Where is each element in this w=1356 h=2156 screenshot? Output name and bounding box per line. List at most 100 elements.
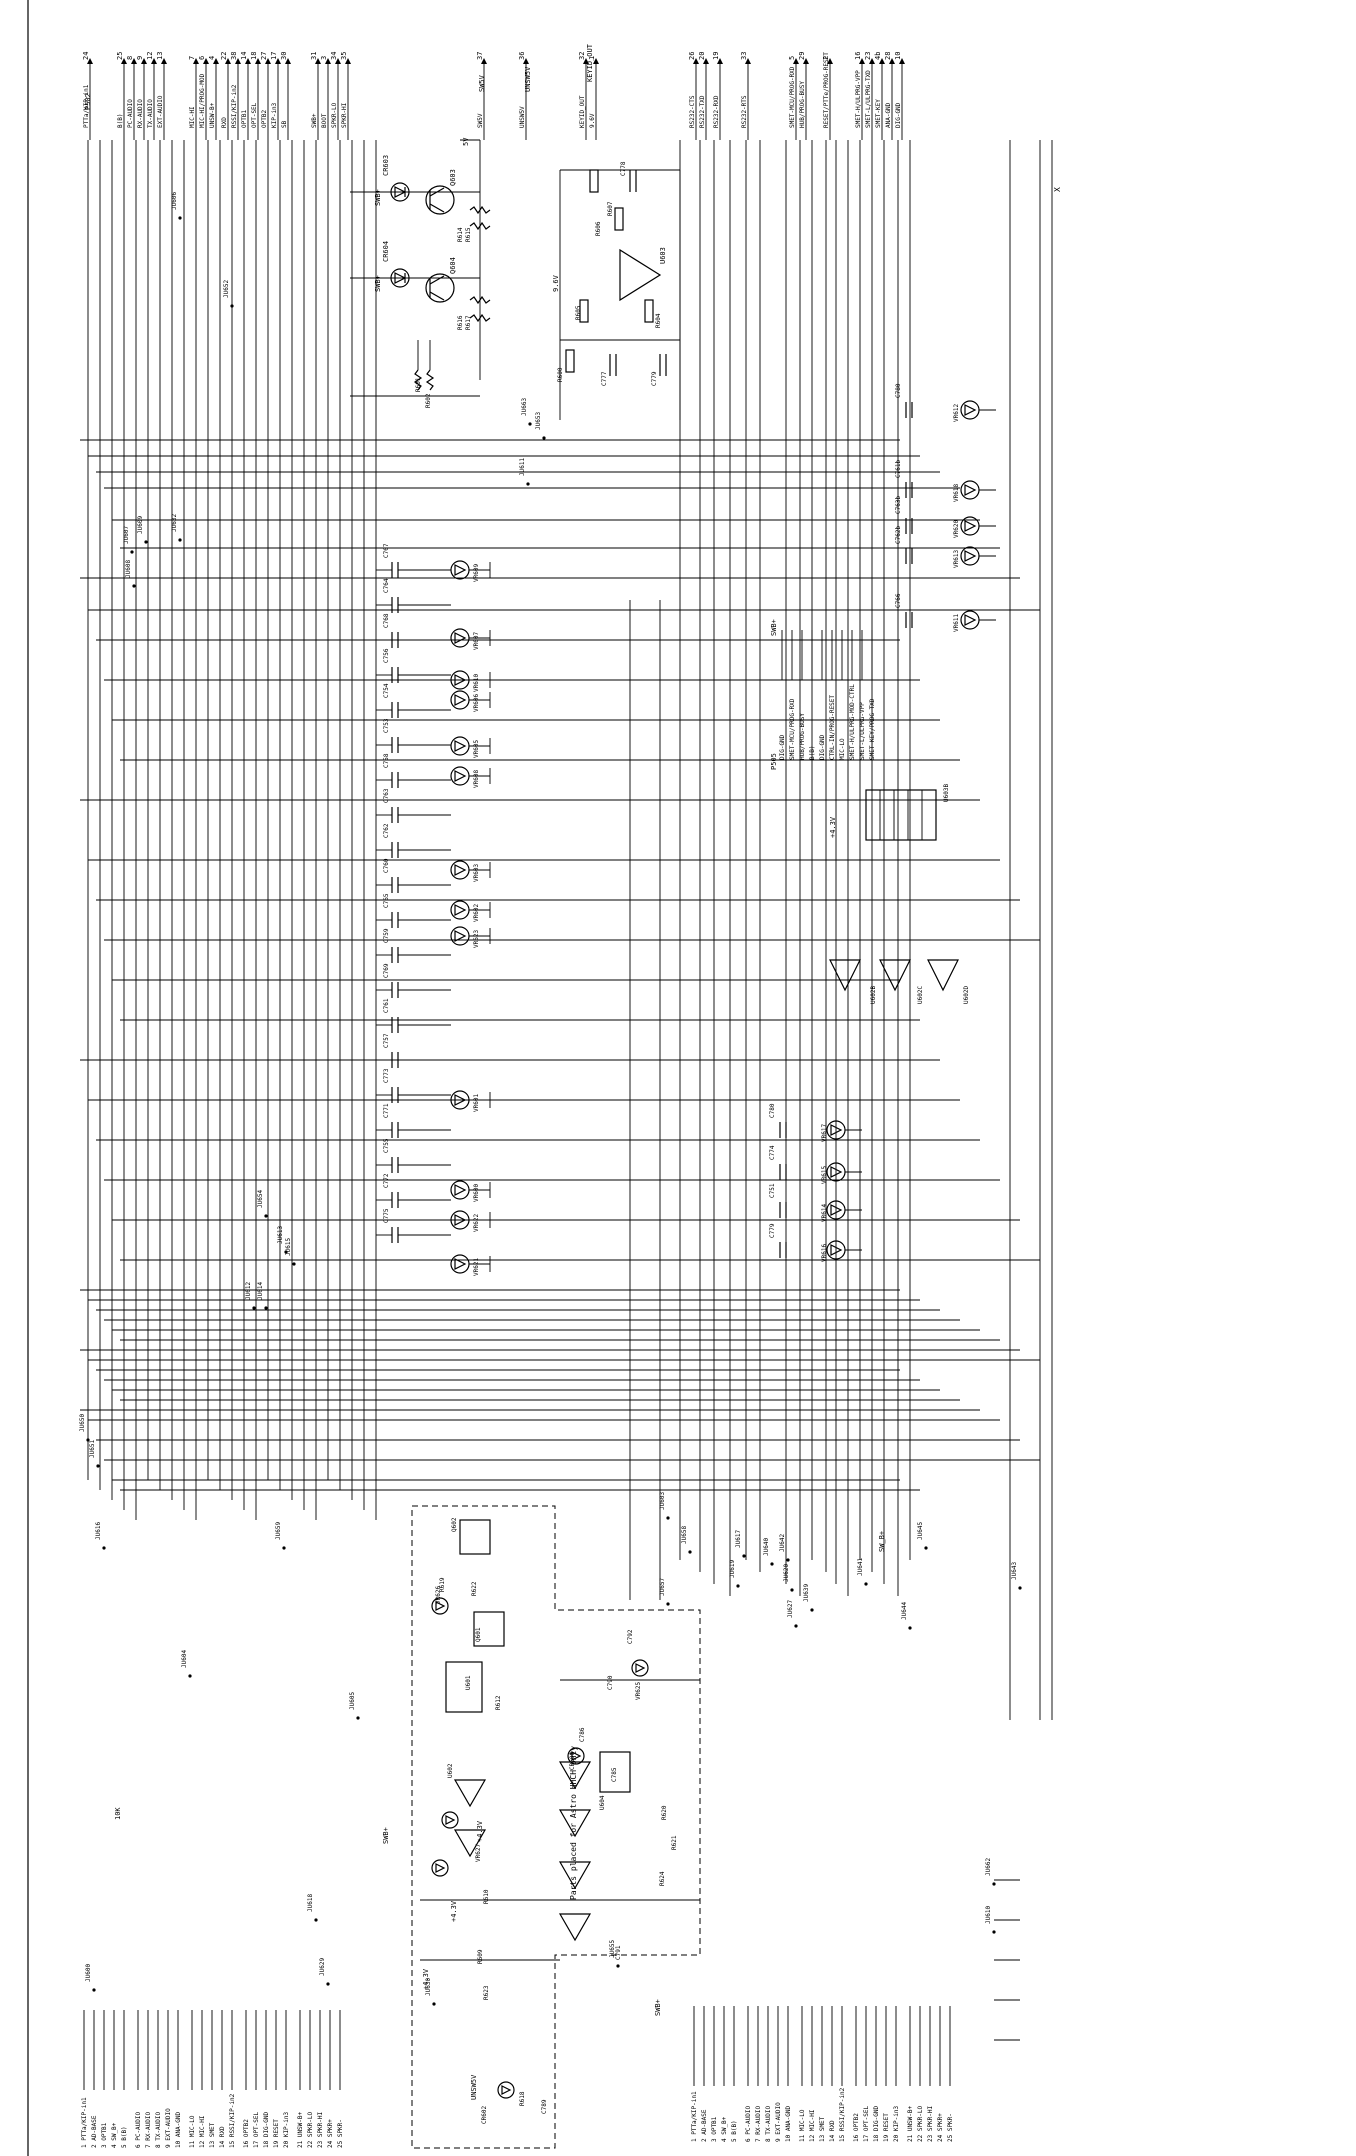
p502-pin-num: 24 bbox=[82, 52, 90, 60]
vr-top-label: VR621 bbox=[473, 1258, 480, 1276]
c-right-label: C780 bbox=[895, 383, 902, 398]
p502-pin-label: RXD bbox=[221, 117, 228, 128]
label-ten-k: 10K bbox=[114, 1807, 122, 1820]
vr-right-diode bbox=[964, 404, 977, 416]
jumper-dot bbox=[786, 1558, 790, 1562]
p502-pin-arrow bbox=[87, 58, 93, 64]
vr-right-label: VR620 bbox=[953, 520, 960, 538]
p502-pin-num: 28 bbox=[884, 52, 892, 60]
u602-opamp-e bbox=[558, 1913, 592, 1942]
p502-pin-label: KIP-in3 bbox=[271, 102, 278, 128]
p502-pin-arrow bbox=[131, 58, 137, 64]
p502-pin-arrow bbox=[827, 58, 833, 64]
c-top-label: C761 bbox=[383, 998, 390, 1013]
jumper-dot bbox=[770, 1562, 774, 1566]
j5-top-group-pin: 14 RXD bbox=[219, 2126, 226, 2148]
j5-bottom-group-pin: 22 SPKR-LO bbox=[917, 2105, 924, 2142]
p502-pin-num: 9 bbox=[136, 56, 144, 60]
jumper-dot bbox=[794, 1624, 798, 1628]
jumper-dot bbox=[96, 1464, 100, 1468]
p505-pin-label: B(B) bbox=[809, 746, 816, 760]
vr-mid-label: VR617 bbox=[821, 1124, 828, 1142]
signal-bus bbox=[87, 140, 1053, 1720]
p502-pin-label: EXT-AUDIO bbox=[157, 95, 164, 128]
c-top-label: C756 bbox=[383, 648, 390, 663]
vr-top-label: VR622 bbox=[473, 1214, 480, 1232]
jumper-label: JU659 bbox=[275, 1522, 282, 1540]
j5-bottom-group-pin: 13 SMET bbox=[819, 2116, 826, 2142]
jumper-label: JU651 bbox=[89, 1440, 96, 1458]
jumper-label: JU600 bbox=[85, 1964, 92, 1982]
box-part-label: C790 bbox=[607, 1675, 614, 1690]
jumper-dot bbox=[790, 1588, 794, 1592]
vr-top-label: VR623 bbox=[473, 930, 480, 948]
box-part-label: R620 bbox=[661, 1805, 668, 1820]
j5-top-group-pin: 3 OPTB1 bbox=[101, 2122, 108, 2148]
jumper-dot bbox=[264, 1214, 268, 1218]
varistor-array-top: VR609VR607VR610VR606VR605VR608VR603VR602… bbox=[376, 543, 491, 1276]
r602-label: R602 bbox=[425, 393, 432, 408]
p502-pin-arrow bbox=[793, 58, 799, 64]
vr-top-label: VR603 bbox=[473, 864, 480, 882]
box-part-label: C791 bbox=[615, 1945, 622, 1960]
jumper-label: JU609 bbox=[137, 516, 144, 534]
j5-bottom-group-pin: 8 TX-AUDIO bbox=[765, 2105, 772, 2142]
c-mid-label: C774 bbox=[769, 1145, 776, 1160]
cr603-label: CR603 bbox=[382, 155, 390, 176]
p502-pin-arrow bbox=[703, 58, 709, 64]
p502-pin-arrow bbox=[285, 58, 291, 64]
box-part-label: CR602 bbox=[481, 2106, 488, 2124]
j5-top-group-pin: 18 DIG-GND bbox=[263, 2111, 270, 2148]
p502-pin-arrow bbox=[161, 58, 167, 64]
jumper-dot bbox=[92, 1988, 96, 1992]
jumper-label: JU613 bbox=[277, 1226, 284, 1244]
p502-pin-label: UNSW-B+ bbox=[209, 102, 216, 128]
j5-top-group-pin: 22 SPKR-LO bbox=[307, 2111, 314, 2148]
box-part-label: R621 bbox=[671, 1835, 678, 1850]
box-part-label: R612 bbox=[495, 1695, 502, 1710]
jumper-dot bbox=[178, 216, 182, 220]
j5-top-group-pin: 9 EXT-AUDIO bbox=[165, 2108, 172, 2148]
vr-right-diode bbox=[964, 614, 977, 626]
vr-top-diode bbox=[454, 564, 467, 576]
p502-pin-arrow bbox=[803, 58, 809, 64]
p502-pin-num: 10 bbox=[894, 52, 902, 60]
jumper-dot bbox=[688, 1550, 692, 1554]
j5-bottom-group-pin: 9 EXT-AUDIO bbox=[775, 2102, 782, 2142]
j5-bottom-group-pin: 4 SW_B+ bbox=[721, 2116, 728, 2142]
p502-pin-num: 33 bbox=[740, 52, 748, 60]
p502-pin-num: 5 bbox=[788, 56, 796, 60]
label-sw5v: SW5V bbox=[478, 74, 486, 92]
p502-pin-num: 25 bbox=[116, 52, 124, 60]
j5-top-group-pin: 16 OPTB2 bbox=[243, 2119, 250, 2148]
jumper-dot bbox=[924, 1546, 928, 1550]
p502-pin-label: SPKR-LO bbox=[331, 102, 338, 128]
p502-pin-num: 2 bbox=[822, 56, 830, 60]
p502-pin-label: PTTa/KIP-in1 bbox=[83, 84, 90, 128]
p502-pin-arrow bbox=[523, 58, 529, 64]
q602-symbol bbox=[459, 1519, 491, 1555]
box-part-label: C786 bbox=[579, 1727, 586, 1742]
jumper-label: JU627 bbox=[787, 1600, 794, 1618]
j5-bottom-group-pin: 7 RX-AUDIO bbox=[755, 2105, 762, 2142]
c-top-label: C769 bbox=[383, 963, 390, 978]
c-mid-label: C751 bbox=[769, 1183, 776, 1198]
box-diode bbox=[631, 1659, 649, 1677]
box-part-label: Q602 bbox=[451, 1517, 458, 1532]
p502-pin-label: SW5V bbox=[477, 113, 484, 128]
c-mid-label: C779 bbox=[769, 1223, 776, 1238]
vr-top-diode bbox=[454, 632, 467, 644]
jumper-dot bbox=[542, 436, 546, 440]
box-part-label: VR626 bbox=[435, 1586, 442, 1604]
box-part-label: VR625 bbox=[635, 1682, 642, 1700]
p502-pin-arrow bbox=[225, 58, 231, 64]
jumper-dot bbox=[252, 1306, 256, 1310]
jumper-dot bbox=[292, 1262, 296, 1266]
p502-pin-num: 16 bbox=[854, 52, 862, 60]
jumper-dot bbox=[144, 540, 148, 544]
p502-pin-arrow bbox=[151, 58, 157, 64]
